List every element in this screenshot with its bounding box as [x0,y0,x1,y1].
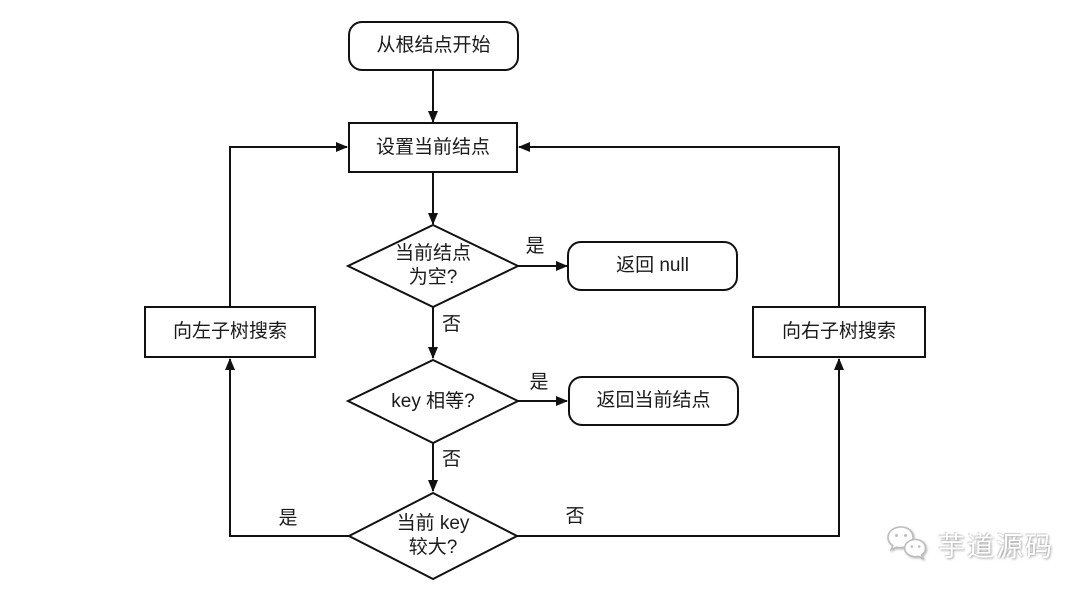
edge-label-equal-no: 否 [442,449,462,470]
edge-label-empty-yes: 是 [525,236,545,257]
edge-greater-no [517,358,844,537]
set-current-node-label: 设置当前结点 [375,136,490,158]
check-empty-diamond-shape [345,223,521,309]
return-current-node-label: 返回当前结点 [596,390,711,411]
return-current-node-shape [568,376,739,426]
check-key-greater-line1: 当前 key [396,513,470,534]
search-left-node-shape [144,306,316,358]
edge-left-back-to-set [229,142,348,307]
start-node-shape [348,21,519,71]
search-right-node-shape [752,306,926,358]
edge-label-equal-yes: 是 [529,372,549,393]
search-right-node-label: 向右子树搜索 [781,321,896,342]
check-empty-line2: 为空? [408,267,458,288]
check-key-greater-diamond-shape [346,491,520,581]
check-key-equal-diamond-label: key 相等? [391,390,475,412]
check-key-greater-diamond-label: 当前 key 较大? [349,493,517,579]
check-key-greater-line2: 较大? [408,537,458,558]
check-empty-diamond-label: 当前结点 为空? [348,225,518,307]
start-node-label: 从根结点开始 [376,35,491,56]
edge-label-greater-no: 否 [565,506,585,527]
return-null-node-label: 返回 null [616,255,689,276]
check-key-equal-diamond-shape [345,358,521,445]
edge-label-empty-no: 否 [442,314,462,335]
search-left-node-label: 向左子树搜索 [172,321,287,342]
edge-greater-yes [225,358,349,537]
set-current-node-shape [348,122,518,173]
edge-right-back-to-set [518,142,840,307]
return-null-node-shape [567,241,738,291]
edge-label-greater-yes: 是 [278,508,298,529]
check-empty-line1: 当前结点 [394,243,471,264]
